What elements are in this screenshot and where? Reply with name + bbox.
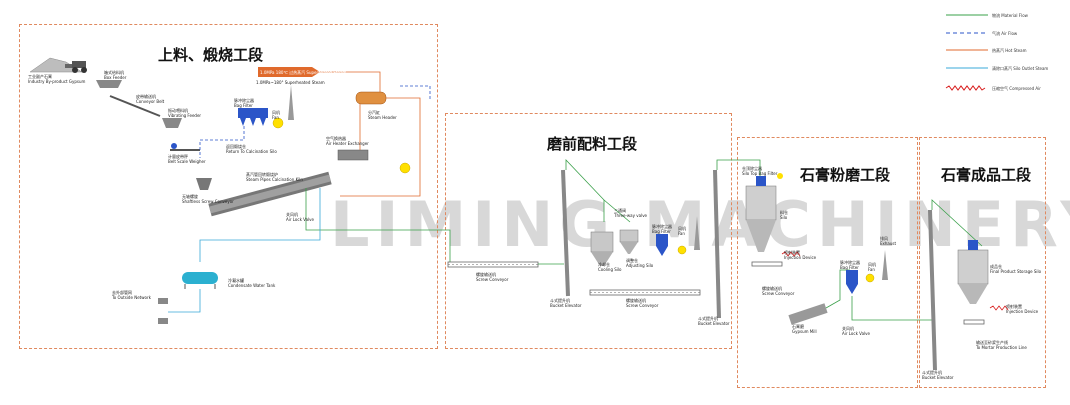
steam-banner-text: 1.0MPa 180℃ 过热蒸汽 Superheated Steam	[260, 70, 347, 75]
fan-heater	[399, 162, 411, 174]
steam-note: 1.0MPa~180° Superheated Steam	[256, 80, 325, 85]
section-calcination	[19, 24, 438, 349]
section-grinding	[737, 137, 918, 388]
legend-air: 气流 Air Flow	[992, 31, 1018, 36]
stack-3	[882, 250, 888, 280]
stack-1	[288, 85, 294, 120]
gypsum-mill	[788, 303, 828, 325]
section-title-batching: 磨前配料工段	[547, 135, 638, 153]
steam-banner-arrow	[258, 67, 320, 77]
section-batching	[445, 113, 732, 349]
section-finished	[919, 137, 1046, 388]
legend-material: 物流 Material Flow	[992, 13, 1028, 18]
stack-2	[694, 216, 700, 250]
legend-silo-steam: 清除口蒸汽 Silo Outlet Steam	[992, 66, 1049, 71]
bag-filter-2	[656, 234, 668, 256]
shaftless-screw	[196, 178, 212, 190]
section-title-calcination: 上料、煅烧工段	[158, 46, 264, 64]
bucket-elevator-1	[561, 169, 570, 297]
section-title-grinding: 石膏粉磨工段	[800, 166, 891, 184]
legend-steam: 热蒸汽 Hot Steam	[992, 48, 1027, 53]
loader	[65, 61, 87, 73]
watermark: LIMING MACHINERY	[330, 188, 1070, 261]
silo-top-filter	[756, 176, 766, 186]
gypsum-pile	[29, 57, 83, 73]
legend-compressed: 压缩空气 Compressed Air	[992, 86, 1041, 91]
bag-filter-3	[846, 270, 858, 294]
steam-header	[355, 91, 387, 105]
section-title-finished: 石膏成品工段	[941, 166, 1032, 184]
vibrating-feeder	[162, 118, 182, 128]
fan-1	[272, 117, 284, 129]
final-silo	[957, 249, 989, 304]
fan-2	[677, 245, 687, 255]
pump-2	[158, 318, 168, 324]
bag-filter-1	[238, 108, 268, 126]
fan-3	[865, 273, 875, 283]
conveyor-belt	[109, 95, 161, 117]
adjusting-silo	[619, 229, 639, 254]
cooling-silo	[590, 231, 614, 266]
air-heater	[337, 149, 369, 161]
box-feeder	[96, 80, 122, 88]
legend-line-compressed	[945, 85, 986, 91]
pump-1	[158, 298, 168, 304]
screw-conveyor-3	[751, 261, 783, 267]
bucket-elevator-3	[928, 209, 937, 371]
bucket-elevator-2	[713, 169, 721, 319]
silo-grinding	[745, 185, 777, 252]
condensate-tank	[182, 272, 218, 289]
